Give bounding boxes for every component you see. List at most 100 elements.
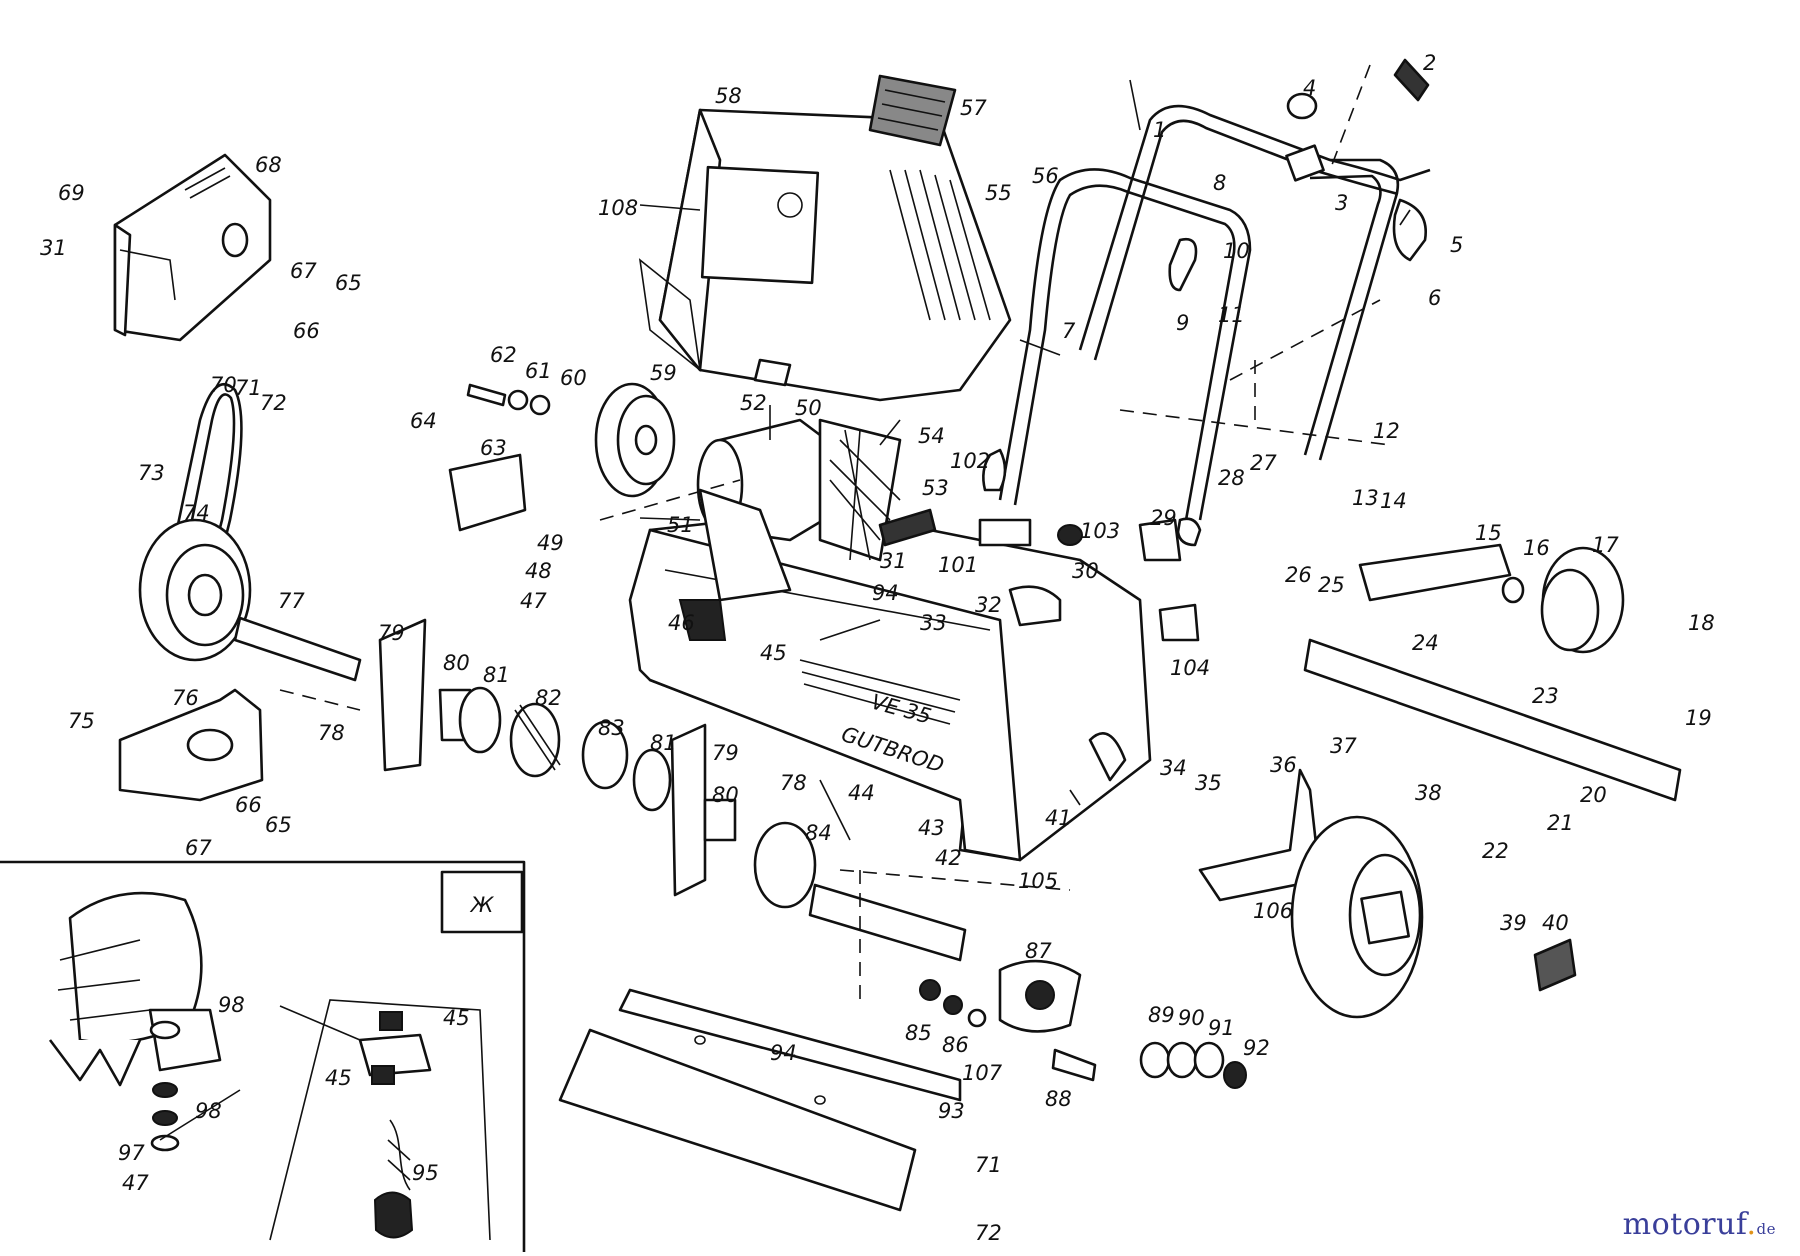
part-label-71b: 71 <box>975 1153 1002 1177</box>
part-label-108: 108 <box>598 196 638 220</box>
part-label-30: 30 <box>1072 559 1099 583</box>
motor-cover <box>638 108 1012 402</box>
part-label-4: 4 <box>1303 76 1316 100</box>
part-label-14: 14 <box>1380 489 1407 513</box>
part-label-37: 37 <box>1330 734 1357 758</box>
part-label-42: 42 <box>935 846 962 870</box>
part-label-69: 69 <box>58 181 85 205</box>
part-label-26: 26 <box>1285 563 1312 587</box>
part-label-83: 83 <box>598 716 625 740</box>
part-label-79a: 79 <box>378 621 405 645</box>
part-label-105: 105 <box>1018 869 1058 893</box>
part-label-89: 89 <box>1148 1003 1175 1027</box>
part-label-29: 29 <box>1150 506 1177 530</box>
part-label-80a: 80 <box>443 651 470 675</box>
part-label-61: 61 <box>525 359 552 383</box>
part-label-36: 36 <box>1270 753 1297 777</box>
part-label-93: 93 <box>938 1099 965 1123</box>
part-label-16: 16 <box>1523 536 1550 560</box>
shaft <box>233 616 362 682</box>
wheel-arm <box>1358 543 1512 602</box>
part-label-31a: 31 <box>40 236 67 260</box>
part-label-43: 43 <box>918 816 945 840</box>
part-label-24: 24 <box>1412 631 1439 655</box>
part-label-8: 8 <box>1213 171 1226 195</box>
part-label-25: 25 <box>1318 573 1345 597</box>
part-label-67b: 67 <box>185 836 212 860</box>
part-label-44: 44 <box>848 781 875 805</box>
belt-drive <box>138 383 252 662</box>
part-label-3: 3 <box>1335 191 1348 215</box>
part-label-49: 49 <box>537 531 564 555</box>
part-label-34: 34 <box>1160 756 1187 780</box>
part-label-77: 77 <box>278 589 305 613</box>
pulley <box>466 382 676 498</box>
part-label-58: 58 <box>715 84 742 108</box>
part-label-55: 55 <box>985 181 1012 205</box>
part-label-76: 76 <box>172 686 199 710</box>
part-label-54: 54 <box>918 424 945 448</box>
part-label-97: 97 <box>118 1141 145 1165</box>
watermark-logo: motoruf.de <box>1623 1207 1776 1242</box>
part-label-7: 7 <box>1062 319 1076 343</box>
handle-assembly <box>982 58 1431 547</box>
bottom-plate <box>558 988 962 1212</box>
part-label-2: 2 <box>1423 51 1436 75</box>
part-label-65a: 65 <box>335 271 362 295</box>
part-label-70: 70 <box>210 373 237 397</box>
part-label-33: 33 <box>920 611 947 635</box>
part-label-11: 11 <box>1218 303 1245 327</box>
part-label-80b: 80 <box>712 783 739 807</box>
part-label-56: 56 <box>1032 164 1059 188</box>
part-label-15: 15 <box>1475 521 1502 545</box>
part-label-106: 106 <box>1253 899 1293 923</box>
part-label-98b: 98 <box>195 1099 222 1123</box>
part-label-39: 39 <box>1500 911 1527 935</box>
inset-detail: Ж <box>0 860 526 1252</box>
part-label-104: 104 <box>1170 656 1210 680</box>
part-label-95: 95 <box>412 1161 439 1185</box>
part-label-48: 48 <box>525 559 552 583</box>
part-label-23: 23 <box>1532 684 1559 708</box>
part-label-87: 87 <box>1025 939 1052 963</box>
part-label-98a: 98 <box>218 993 245 1017</box>
part-label-66b: 66 <box>235 793 262 817</box>
belt-cover <box>113 153 272 342</box>
part-label-67a: 67 <box>290 259 317 283</box>
part-label-45c: 45 <box>325 1066 352 1090</box>
plate <box>448 453 527 532</box>
part-label-72a: 72 <box>260 391 287 415</box>
inset-marker-label: Ж <box>469 893 495 917</box>
part-label-103: 103 <box>1080 519 1120 543</box>
part-label-35: 35 <box>1195 771 1222 795</box>
part-label-17: 17 <box>1592 533 1619 557</box>
part-label-101: 101 <box>938 553 978 577</box>
part-label-78b: 78 <box>780 771 807 795</box>
height-bar <box>1303 638 1682 802</box>
part-label-74: 74 <box>183 501 210 525</box>
part-label-20: 20 <box>1580 783 1607 807</box>
part-label-81a: 81 <box>483 663 510 687</box>
part-label-46: 46 <box>668 611 695 635</box>
part-label-38: 38 <box>1415 781 1442 805</box>
leader-lines <box>639 79 1411 841</box>
part-label-6: 6 <box>1428 286 1441 310</box>
part-label-13: 13 <box>1352 486 1379 510</box>
part-label-12: 12 <box>1373 419 1400 443</box>
part-label-81b: 81 <box>650 731 677 755</box>
part-label-1: 1 <box>1153 118 1166 142</box>
part-label-85: 85 <box>905 1021 932 1045</box>
part-label-50: 50 <box>795 396 822 420</box>
part-label-63: 63 <box>480 436 507 460</box>
part-label-59: 59 <box>650 361 677 385</box>
part-label-9: 9 <box>1176 311 1189 335</box>
part-label-79b: 79 <box>712 741 739 765</box>
part-label-78a: 78 <box>318 721 345 745</box>
roller-bearings <box>378 618 967 962</box>
part-label-92: 92 <box>1243 1036 1270 1060</box>
part-label-94b: 94 <box>770 1041 797 1065</box>
part-label-32: 32 <box>975 593 1002 617</box>
main-housing: VE 35 GUTBROD <box>628 508 1152 862</box>
